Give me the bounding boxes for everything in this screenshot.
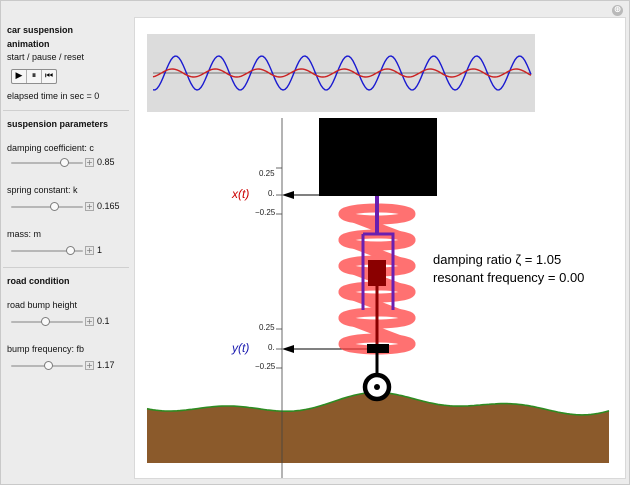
bump-height-value: 0.1	[97, 316, 110, 326]
slider-track	[11, 206, 83, 208]
play-button[interactable]: ▶	[12, 70, 27, 83]
plus-icon[interactable]: +	[85, 202, 94, 211]
bump-frequency-value: 1.17	[97, 360, 115, 370]
x-t-label: x(t)	[232, 187, 250, 201]
y-tick-label: 0.25	[259, 323, 275, 332]
animation-title-line1: car suspension	[7, 25, 74, 35]
elapsed-time-text: elapsed time in sec = 0	[7, 91, 100, 101]
divider	[3, 110, 129, 111]
x-tick-label: 0.	[268, 189, 275, 198]
axle-block	[367, 344, 389, 353]
resonant-frequency-text: resonant frequency = 0.00	[433, 270, 585, 285]
slider-track	[11, 162, 83, 164]
spring-value: 0.165	[97, 201, 120, 211]
slider-thumb[interactable]	[50, 202, 59, 211]
mass-value: 1	[97, 245, 103, 255]
y-tick-label: −0.25	[255, 362, 276, 371]
slider-thumb[interactable]	[41, 317, 50, 326]
damping-label: damping coefficient: c	[7, 143, 94, 153]
plus-icon[interactable]: +	[85, 317, 94, 326]
slider-track	[11, 250, 83, 252]
slider-thumb[interactable]	[66, 246, 75, 255]
road-condition-title: road condition	[7, 276, 70, 286]
animation-controls-hint: start / pause / reset	[7, 52, 85, 62]
suspension-diagram	[146, 34, 610, 478]
x-arrow-icon	[282, 191, 294, 199]
slider-thumb[interactable]	[60, 158, 69, 167]
suspension-parameters-title: suspension parameters	[7, 119, 109, 129]
damper-piston	[368, 260, 386, 286]
body-displacement-wave	[152, 55, 532, 91]
wheel-hub	[374, 384, 380, 390]
pause-icon: ⏸	[31, 71, 37, 81]
animation-title-line2: animation	[7, 39, 50, 49]
bump-frequency-label: bump frequency: fb	[7, 344, 85, 354]
slider-thumb[interactable]	[44, 361, 53, 370]
plus-icon[interactable]: +	[85, 361, 94, 370]
reset-button[interactable]: ⏮	[42, 70, 56, 83]
pause-button[interactable]: ⏸	[27, 70, 42, 83]
divider	[3, 267, 129, 268]
simulation-graphics: 0.25 0. −0.25 0.25 0. −0.25 x(t) y(t) da…	[134, 17, 626, 479]
spring-label: spring constant: k	[7, 185, 78, 195]
y-t-label: y(t)	[232, 341, 250, 355]
x-tick-label: 0.25	[259, 169, 275, 178]
close-icon[interactable]: ⊕	[612, 5, 623, 16]
plus-icon[interactable]: +	[85, 246, 94, 255]
damper-cylinder	[361, 232, 395, 310]
mass-label: mass: m	[7, 229, 42, 239]
y-arrow-icon	[282, 345, 294, 353]
bump-height-label: road bump height	[7, 300, 78, 310]
damping-value: 0.85	[97, 157, 115, 167]
car-body-mass	[319, 118, 437, 196]
plus-icon[interactable]: +	[85, 158, 94, 167]
play-icon: ▶	[15, 71, 23, 81]
y-tick-label: 0.	[268, 343, 275, 352]
x-tick-label: −0.25	[255, 208, 276, 217]
reset-icon: ⏮	[44, 71, 54, 81]
damping-ratio-text: damping ratio ζ = 1.05	[433, 252, 562, 267]
wheel-displacement-wave	[152, 68, 532, 78]
control-panel: car suspension animation start / pause /…	[1, 1, 133, 484]
animation-controls: ▶ ⏸ ⏮	[11, 69, 57, 84]
road-terrain	[147, 392, 609, 463]
